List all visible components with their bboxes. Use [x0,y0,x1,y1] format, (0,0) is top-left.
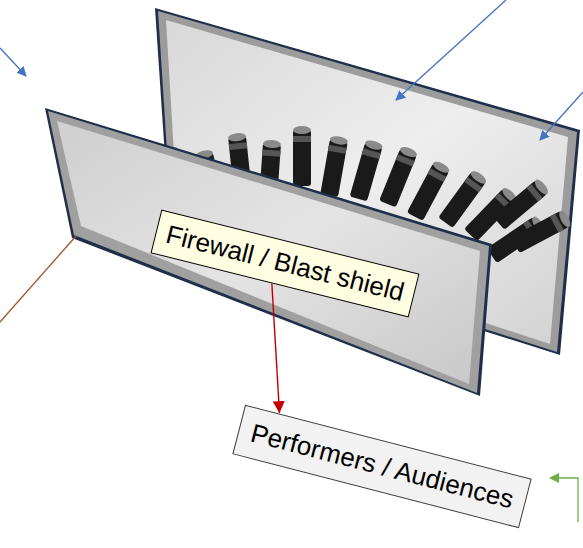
blue-arrow [0,48,26,76]
target-box: Performers / Audiences [232,404,532,528]
panel-face [57,121,480,384]
panel-bevel [48,111,489,393]
tube [350,139,384,202]
tube [320,135,348,197]
box-label: Performers / Audiences [247,417,516,515]
red-arrow [272,283,280,413]
blue-arrow [540,92,583,140]
tube [379,145,418,207]
panel-outline [45,108,492,396]
front-panel [45,108,492,396]
tube [293,126,311,186]
tube [511,209,572,253]
brown-line [0,236,76,322]
label-box: Firewall / Blast shield [151,209,420,317]
blue-arrow [396,0,506,100]
green-arrow [550,478,578,522]
box-label: Firewall / Blast shield [163,218,407,307]
